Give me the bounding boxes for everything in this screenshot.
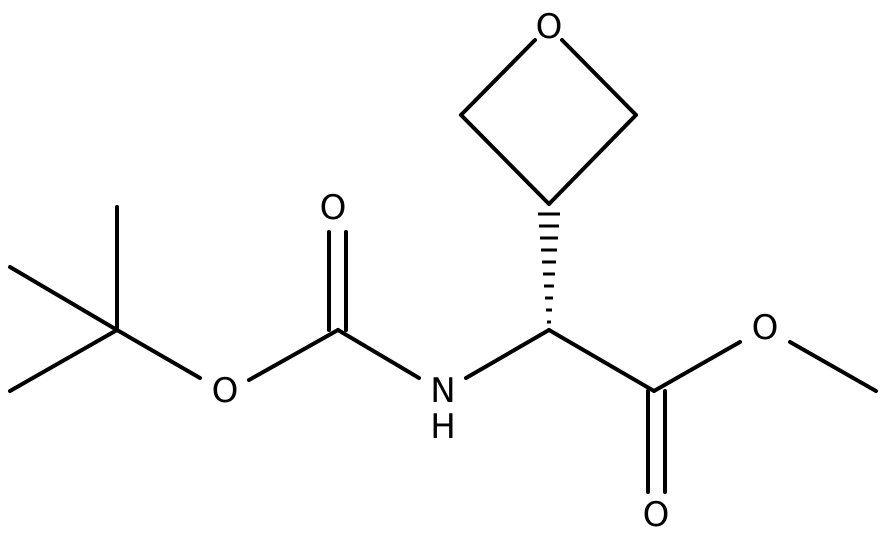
bond-oxetane-left-o: [459, 38, 537, 117]
bond-oxetane-bottom-left: [459, 113, 551, 206]
bond-oxetane-o-right: [560, 38, 638, 117]
bond-alpha-nitrogen: [464, 328, 551, 380]
bond-tbu-upper-left: [8, 265, 119, 332]
bond-alpha-ester-carbon: [547, 328, 656, 393]
carbamate-carbonyl-oxygen-label: O: [320, 188, 347, 228]
bond-tbu-lower-left: [8, 328, 119, 393]
bond-ester-carbon-ether-oxygen: [652, 340, 742, 393]
ester-carbonyl-oxygen-label: O: [643, 495, 670, 535]
bond-nitrogen-carbamate-carbon: [336, 328, 421, 380]
amide-nitrogen-label: N: [430, 371, 455, 411]
oxetane-oxygen-label: O: [536, 7, 563, 47]
amide-hydrogen-label: H: [430, 407, 456, 447]
bond-ether-oxygen-methyl: [788, 340, 878, 393]
carbamate-ether-oxygen-label: O: [212, 371, 239, 411]
bond-oxygen-tert-carbon: [115, 328, 202, 380]
bond-oxetane-right-bottom: [547, 113, 638, 206]
bond-carbamate-carbon-oxygen: [247, 328, 340, 382]
hashed-wedge-bond: [538, 212, 560, 324]
ester-ether-oxygen-label: O: [752, 308, 779, 348]
